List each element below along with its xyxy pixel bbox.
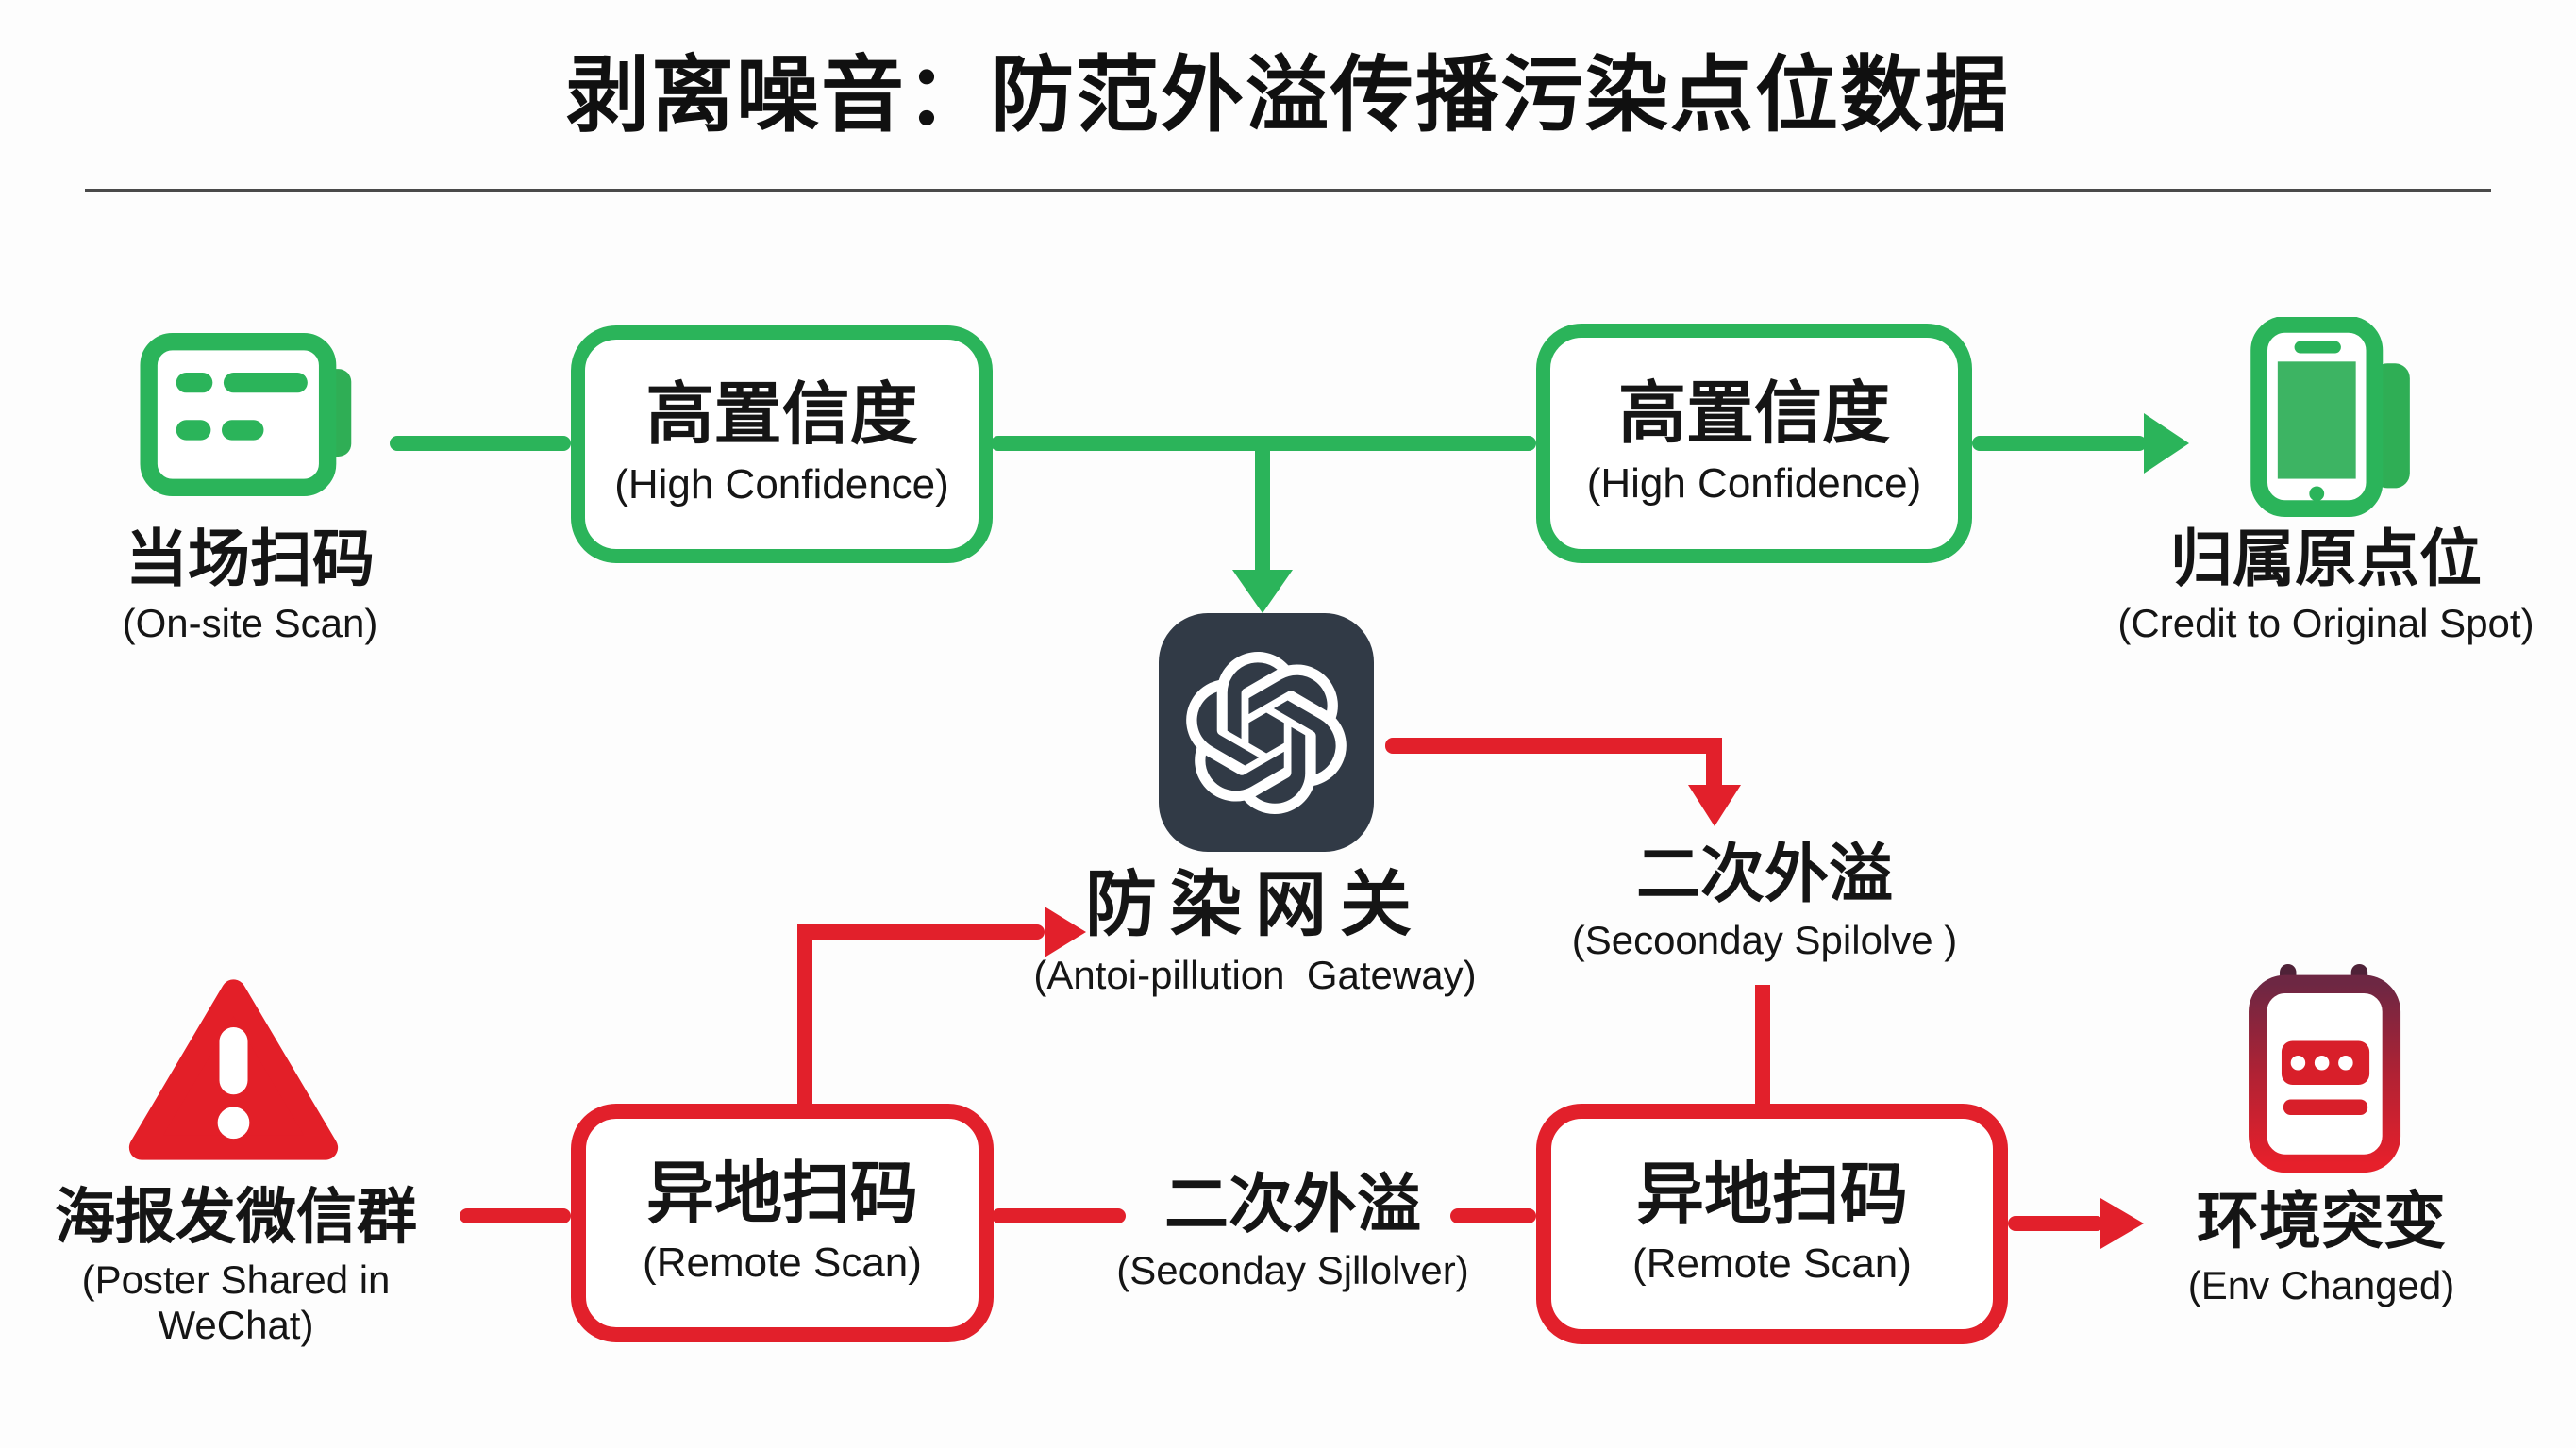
edge-remote1-to-spill-lower	[992, 1208, 1126, 1223]
video-card-icon	[140, 332, 359, 497]
title-divider	[85, 189, 2491, 192]
edge-remote1-to-gateway-v	[797, 924, 812, 1106]
arrowhead-right-to-credit	[2144, 413, 2189, 474]
label-poster-wechat: 海报发微信群 (Poster Shared in WeChat)	[5, 1184, 467, 1348]
warning-triangle-icon	[127, 970, 340, 1170]
remote-scan-1-zh: 异地扫码	[645, 1156, 918, 1232]
edge-spill-upper-to-remote2	[1755, 985, 1770, 1106]
arrowhead-down-to-spill-upper	[1688, 785, 1741, 826]
secondary-spill-upper-en: (Secoonday Spilolve )	[1571, 917, 1958, 962]
label-secondary-spill-lower: 二次外溢 (Seconday Sjllolver)	[1071, 1170, 1514, 1293]
gateway-en: (Antoi-pillution Gateway)	[1033, 952, 1477, 997]
env-changed-en: (Env Changed)	[2187, 1262, 2455, 1307]
edge-poster-to-remote1	[460, 1208, 571, 1223]
edge-high1-to-gateway	[1255, 443, 1270, 572]
smartphone-icon	[2249, 316, 2418, 517]
arrowhead-right-to-env	[2100, 1198, 2144, 1249]
openai-logo-icon	[1159, 613, 1374, 852]
label-on-site-scan: 当场扫码 (On-site Scan)	[38, 524, 462, 646]
high-confidence-1-en: (High Confidence)	[614, 460, 949, 508]
secondary-spill-lower-en: (Seconday Sjllolver)	[1116, 1247, 1469, 1292]
edge-gateway-to-spill-v	[1706, 738, 1722, 787]
secondary-spill-upper-zh: 二次外溢	[1635, 839, 1893, 910]
high-confidence-2-zh: 高置信度	[1617, 376, 1890, 453]
credit-original-spot-zh: 归属原点位	[2170, 524, 2482, 593]
edge-remote2-to-env	[2008, 1216, 2104, 1231]
poster-wechat-zh: 海报发微信群	[55, 1183, 417, 1251]
credit-original-spot-en: (Credit to Original Spot)	[2117, 600, 2534, 645]
env-changed-zh: 环境突变	[2197, 1186, 2446, 1256]
meter-icon	[2249, 962, 2404, 1177]
node-remote-scan-2: 异地扫码 (Remote Scan)	[1536, 1104, 2008, 1344]
edge-high2-to-credit	[1972, 436, 2147, 451]
high-confidence-1-zh: 高置信度	[645, 377, 918, 454]
remote-scan-2-zh: 异地扫码	[1635, 1157, 1908, 1233]
edge-onsite-to-high1	[390, 436, 571, 451]
arrowhead-down-to-gateway	[1232, 570, 1293, 613]
node-high-confidence-1: 高置信度 (High Confidence)	[571, 325, 993, 563]
secondary-spill-lower-zh: 二次外溢	[1163, 1169, 1421, 1240]
page-title: 剥离噪音：防范外溢传播污染点位数据	[565, 48, 2010, 141]
arrowhead-right-to-gateway	[1045, 907, 1086, 957]
node-remote-scan-1: 异地扫码 (Remote Scan)	[571, 1104, 994, 1342]
label-secondary-spill-upper: 二次外溢 (Secoonday Spilolve )	[1538, 840, 1991, 963]
edge-spill-lower-to-remote2	[1450, 1208, 1536, 1223]
on-site-scan-en: (On-site Scan)	[122, 600, 378, 645]
poster-wechat-en: (Poster Shared in WeChat)	[81, 1257, 402, 1348]
remote-scan-2-en: (Remote Scan)	[1632, 1240, 1912, 1288]
edge-gateway-to-spill-h	[1385, 738, 1722, 754]
edge-remote1-to-gateway-h	[797, 924, 1045, 940]
remote-scan-1-en: (Remote Scan)	[643, 1240, 922, 1287]
label-gateway: 防染网关 (Antoi-pillution Gateway)	[972, 866, 1538, 998]
label-env-changed: 环境突变 (Env Changed)	[2114, 1187, 2529, 1308]
gateway-zh: 防染网关	[1085, 865, 1425, 945]
on-site-scan-zh: 当场扫码	[125, 524, 375, 593]
node-high-confidence-2: 高置信度 (High Confidence)	[1536, 324, 1972, 563]
high-confidence-2-en: (High Confidence)	[1586, 459, 1922, 507]
label-credit-original-spot: 归属原点位 (Credit to Original Spot)	[2099, 524, 2552, 646]
